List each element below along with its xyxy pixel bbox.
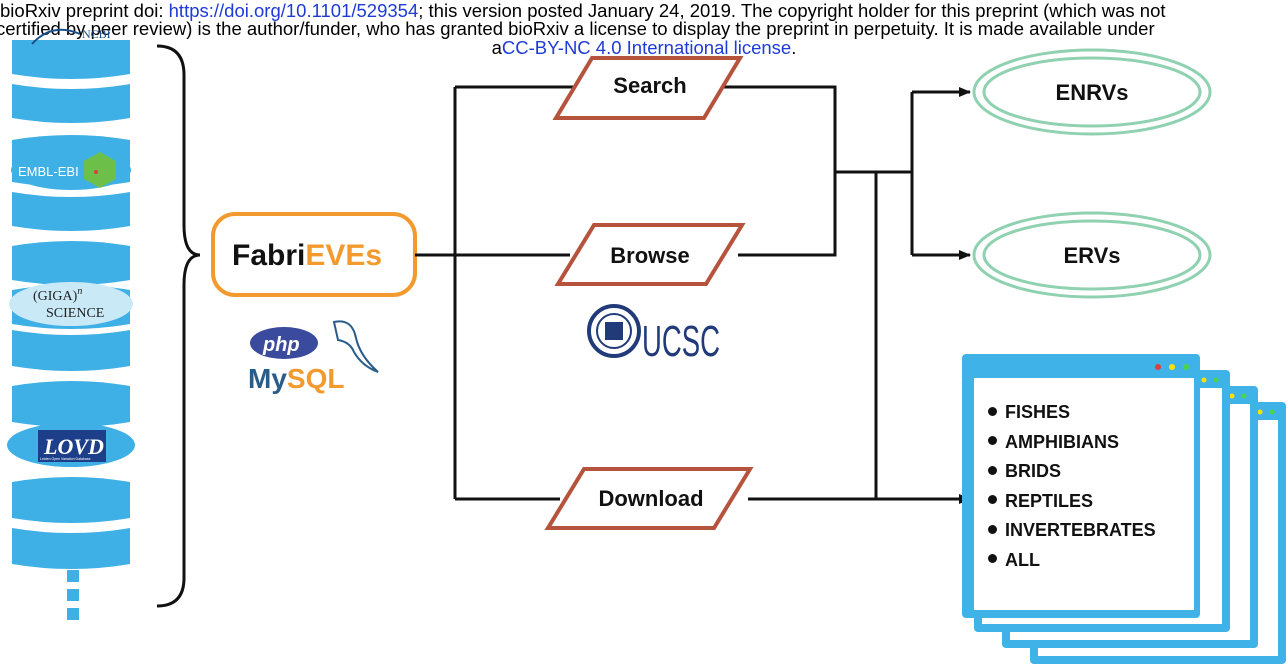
category-label: FISHES [1005, 402, 1071, 422]
svg-text:MySQL: MySQL [248, 363, 344, 394]
category-label: INVERTEBRATES [1005, 520, 1156, 540]
svg-text:(GIGA)n: (GIGA)n [33, 286, 82, 304]
embl-hexagon-icon [84, 152, 116, 188]
ervs-node: ERVs [972, 211, 1212, 299]
bullet-icon [988, 436, 997, 446]
lovd-logo: LOVD Leiden Open Variation Database [7, 423, 135, 467]
window-front [962, 354, 1200, 618]
dolphin-icon [332, 320, 379, 373]
category-label: ALL [1005, 549, 1040, 570]
ucsc-logo: UCSC [587, 304, 720, 366]
curly-brace [156, 44, 201, 608]
download-action[interactable]: Download [544, 467, 754, 530]
svg-text:UCSC: UCSC [642, 317, 720, 366]
license-link[interactable]: CC-BY-NC 4.0 International license [501, 37, 792, 58]
bullet-icon [988, 495, 997, 505]
svg-text:Search: Search [613, 73, 686, 98]
more-sources-dot-1 [67, 570, 79, 582]
svg-text:NCBI: NCBI [82, 27, 111, 41]
category-item[interactable]: AMPHIBIANS [988, 428, 1156, 458]
doi-link[interactable]: https://doi.org/10.1101/529354 [168, 0, 419, 21]
db-disk-2 [12, 84, 130, 123]
preprint-notice-line-2: certified by peer review) is the author/… [0, 18, 1155, 39]
category-label: AMPHIBIANS [1005, 431, 1120, 452]
browse-to-merge-line [738, 172, 837, 257]
svg-text:ENRVs: ENRVs [1056, 80, 1129, 105]
category-item[interactable]: BRIDS [988, 457, 1156, 487]
bullet-icon [988, 554, 997, 564]
bullet-icon [988, 406, 997, 416]
search-to-merge-line [722, 85, 837, 172]
category-item[interactable]: REPTILES [988, 487, 1156, 517]
window-minimize-dot-icon [1169, 364, 1175, 370]
ncbi-logo: NCBI [31, 27, 111, 45]
svg-text:Browse: Browse [610, 243, 689, 268]
db-disk-10 [12, 528, 130, 569]
window-close-dot-icon [1155, 364, 1161, 370]
db-disk-5 [12, 241, 130, 285]
category-label: BRIDS [1005, 461, 1062, 481]
php-logo [250, 327, 318, 359]
db-disk-8 [12, 381, 130, 427]
preprint-notice-line-3: aCC-BY-NC 4.0 International license. [491, 37, 797, 58]
db-disk-1 [12, 40, 130, 79]
category-item[interactable]: INVERTEBRATES [988, 516, 1156, 546]
category-item[interactable]: ALL [988, 546, 1156, 576]
search-action[interactable]: Search [552, 56, 744, 120]
connectors [415, 85, 971, 504]
embl-ebi-logo: EMBL-EBI [11, 150, 131, 190]
svg-text:LOVD: LOVD [43, 434, 104, 459]
bullet-icon [988, 465, 997, 475]
more-sources-dot-3 [67, 608, 79, 620]
category-label: REPTILES [1005, 490, 1094, 511]
window-maximize-dot-icon [1183, 364, 1189, 370]
db-disk-7 [12, 330, 130, 371]
database-stack: NCBI EMBL-EBI (GIGA)n SCIENCE LOVD Leide… [7, 27, 135, 620]
fabrieves-node: FabriEVEs [211, 212, 417, 297]
gigascience-logo: (GIGA)n SCIENCE [9, 282, 133, 326]
bullet-icon [988, 524, 997, 534]
svg-text:EMBL-EBI: EMBL-EBI [18, 164, 79, 179]
db-disk-9 [12, 477, 130, 523]
svg-text:ERVs: ERVs [1063, 243, 1120, 268]
php-mysql-logo: php MySQL [248, 320, 379, 394]
enrvs-node: ENRVs [972, 48, 1212, 136]
category-list: FISHES AMPHIBIANS BRIDS REPTILES INVERTEBRAT… [988, 398, 1156, 575]
category-item[interactable]: FISHES [988, 398, 1156, 428]
more-sources-dot-2 [67, 589, 79, 601]
preprint-notice-line-1: bioRxiv preprint doi: https://doi.org/10… [0, 0, 1166, 21]
svg-text:php: php [262, 334, 300, 356]
svg-text:SCIENCE: SCIENCE [46, 306, 104, 321]
svg-text:FabriEVEs: FabriEVEs [232, 239, 382, 272]
browse-action[interactable]: Browse [554, 223, 746, 286]
db-disk-4 [12, 192, 130, 231]
svg-text:Download: Download [598, 486, 703, 511]
svg-text:Leiden Open Variation Database: Leiden Open Variation Database [40, 457, 91, 461]
category-windows [962, 354, 1286, 664]
